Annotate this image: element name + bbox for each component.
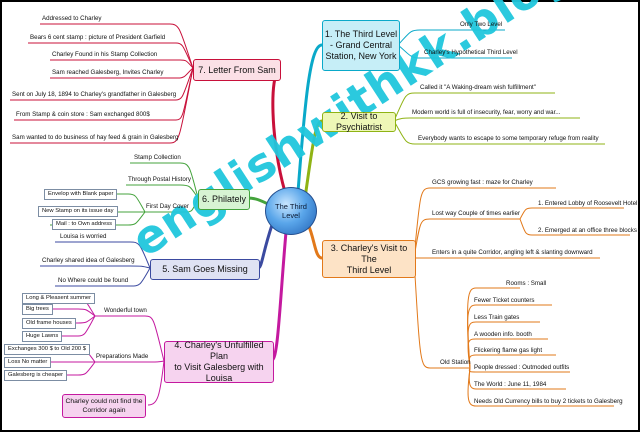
t7-item[interactable]: From Stamp & coin store : Sam exchanged … [16,111,150,118]
topic-unfulfilled-plan-line1: 4. Charley's Unfulfilled Plan [174,340,264,361]
t4-subitem[interactable]: Big trees [22,304,53,315]
t3-item[interactable]: Old Station [440,359,471,366]
topic-philately[interactable]: 6. Philately [198,189,250,210]
t5-item[interactable]: Louisa is worried [60,233,107,240]
t3-item[interactable]: Lost way Couple of times earlier [432,210,521,217]
topic-charley-visit-line1: 3. Charley's Visit to The [330,242,408,264]
t7-item[interactable]: Sam reached Galesberg, Invites Charley [52,69,164,76]
t5-item[interactable]: Charley shared idea of Galesberg [42,257,135,264]
t5-item[interactable]: No Where could be found [58,277,129,284]
central-topic[interactable]: The Third Level [265,187,317,235]
t4-corridor-line1: Charley could not find the [65,398,143,405]
topic-charley-visit[interactable]: 3. Charley's Visit to The Third Level [322,240,416,278]
t3-item[interactable]: GCS growing fast : maze for Charley [432,179,533,186]
t4-subitem[interactable]: Loss No matter [4,357,52,368]
topic-third-level[interactable]: 1. The Third Level - Grand Central Stati… [322,20,400,71]
t4-item[interactable]: Wonderful town [104,307,147,314]
t3-subitem[interactable]: Less Train gates [474,314,520,321]
t3-subitem[interactable]: People dressed : Outmoded outfits [474,364,570,371]
t6-item[interactable]: Through Postal History [128,176,191,183]
t3-subitem[interactable]: 1. Entered Lobby of Roosevelt Hotel [538,200,638,207]
t6-subitem[interactable]: New Stamp on its issue day [38,206,118,217]
topic-charley-visit-line2: Third Level [346,264,392,275]
t7-item[interactable]: Bears 6 cent stamp : picture of Presiden… [30,34,166,41]
t2-item[interactable]: Everybody wants to escape to some tempor… [418,135,599,142]
topic-third-level-line1: 1. The Third Level [324,29,398,39]
t6-item[interactable]: First Day Cover [146,203,189,210]
t3-item[interactable]: Enters in a quite Corridor, angling left… [432,249,593,256]
t6-subitem[interactable]: Mail : to Own address [52,219,117,230]
t2-item[interactable]: Modern world is full of insecurity, fear… [412,109,561,116]
t6-item[interactable]: Stamp Collection [134,154,181,161]
t7-item[interactable]: Addressed to Charley [42,15,102,22]
t3-subitem[interactable]: Fewer Ticket counters [474,297,535,304]
topic-unfulfilled-plan[interactable]: 4. Charley's Unfulfilled Plan to Visit G… [164,340,274,383]
topic-letter-from-sam[interactable]: 7. Letter From Sam [193,59,281,81]
central-topic-line2: Level [282,211,300,220]
t3-subitem[interactable]: The World : June 11, 1984 [474,381,547,388]
topic-unfulfilled-plan-line2: to Visit Galesberg with Louisa [174,362,264,383]
t1-item[interactable]: Only Two Level [460,21,503,28]
t1-item[interactable]: Charley's Hypothetical Third Level [424,49,518,56]
t2-item[interactable]: Called it "A Waking-dream wish fulfillme… [420,84,536,91]
t3-subitem[interactable]: A wooden info. booth [474,331,532,338]
topic-third-level-line3: Station, New York [325,51,397,61]
topic-sam-goes-missing[interactable]: 5. Sam Goes Missing [150,259,260,280]
t4-subitem[interactable]: Galesberg is cheaper [4,370,68,381]
t4-subitem[interactable]: Long & Pleasent summer [22,293,96,304]
t3-subitem[interactable]: Rooms : Small [506,280,547,287]
t4-corridor-line2: Corridor again [82,407,126,414]
topic-visit-psychiatrist[interactable]: 2. Visit to Psychiatrist [322,111,396,132]
t7-item[interactable]: Sam wanted to do business of hay feed & … [12,134,179,141]
t4-subitem[interactable]: Exchanges 300 $ to Old 200 $ [4,344,90,355]
t3-subitem[interactable]: Needs Old Currency bills to buy 2 ticket… [474,398,623,405]
t7-item[interactable]: Charley Found in his Stamp Collection [52,51,158,58]
t3-subitem[interactable]: Flickering flame gas light [474,347,543,354]
t4-subitem[interactable]: Old frame houses [22,318,76,329]
t4-corridor-note[interactable]: Charley could not find the Corridor agai… [62,394,146,418]
t7-item[interactable]: Sent on July 18, 1894 to Charley's grand… [12,91,177,98]
t4-item[interactable]: Preparations Made [96,353,149,360]
central-topic-line1: The Third [275,202,307,211]
t4-subitem[interactable]: Huge Lawns [22,331,63,342]
topic-third-level-line2: - Grand Central [329,40,393,50]
t6-subitem[interactable]: Envelop with Blank paper [44,189,118,200]
t3-subitem[interactable]: 2. Emerged at an office three blocks awa… [538,227,640,234]
